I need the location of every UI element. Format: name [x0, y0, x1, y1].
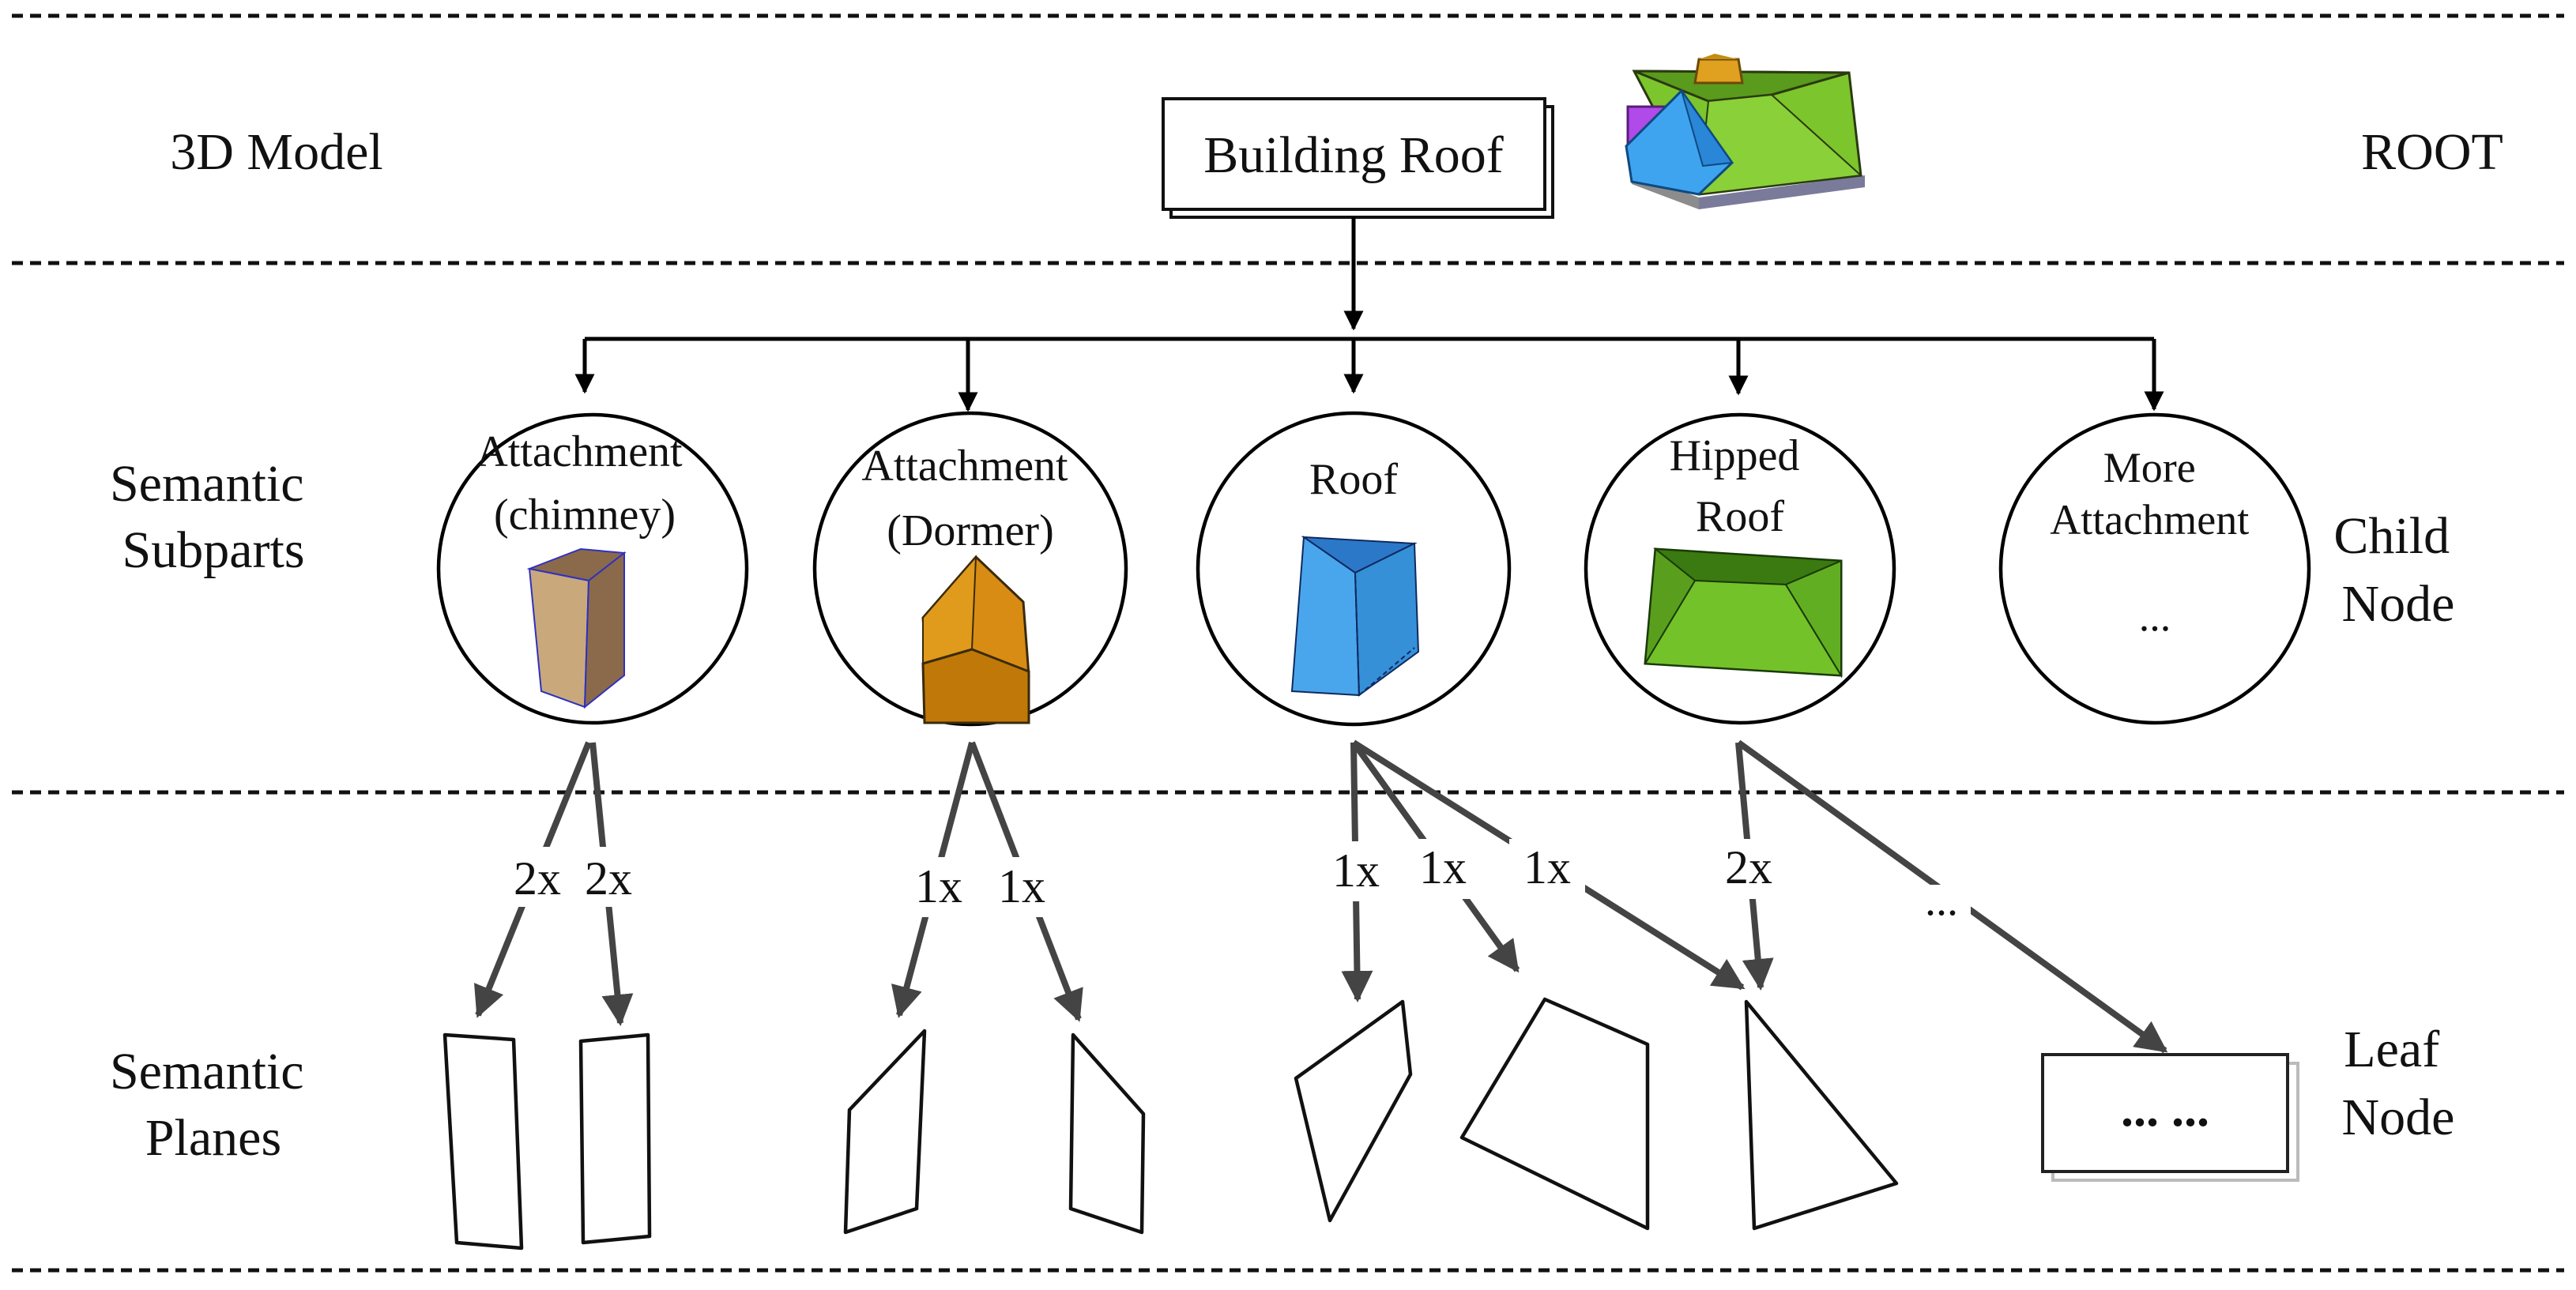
roof-icon: [1290, 536, 1420, 697]
hipped-roof-icon: [1644, 547, 1843, 679]
leaf-plane: [578, 1032, 652, 1245]
leaf-node-placeholder: ... ...: [2041, 1053, 2299, 1182]
child-node-dormer-label: Attachment (Dormer): [861, 442, 1079, 555]
root-connectors: [574, 217, 2164, 412]
child-node-hipped-roof: Hipped Roof: [1584, 412, 1896, 725]
level-label-semantic-planes: Semantic Planes: [110, 1043, 317, 1167]
edge-label: 2x: [1725, 841, 1772, 893]
edge-label: 1x: [915, 860, 962, 912]
level-label-leaf-node: Leaf Node: [2342, 1021, 2455, 1146]
leaf-plane: [1294, 999, 1413, 1223]
level-label-root: ROOT: [2361, 123, 2503, 181]
edge-label: ...: [1925, 876, 1958, 925]
child-node-hipped-roof-label: Hipped Roof: [1670, 431, 1811, 541]
building-roof-model-icon: [1625, 54, 1865, 209]
edge-label: 2x: [514, 852, 561, 905]
leaf-plane: [1068, 1032, 1146, 1235]
child-node-roof-label: Roof: [1309, 455, 1398, 504]
child-node-roof: Roof: [1196, 411, 1512, 727]
level-label-child-node: Child Node: [2333, 507, 2462, 633]
leaf-planes: [443, 997, 1899, 1251]
child-node-chimney: Attachment (chimney): [436, 412, 749, 725]
level-label-semantic-subparts: Semantic Subparts: [110, 455, 317, 579]
edge-label: 1x: [1523, 841, 1571, 893]
child-node-dormer: Attachment (Dormer): [812, 411, 1128, 727]
leaf-plane: [443, 1032, 524, 1251]
edge-label: 1x: [1332, 844, 1380, 897]
dormer-icon: [921, 555, 1030, 724]
child-node-more-attachment: More Attachment ...: [1998, 412, 2311, 725]
child-node-more-attachment-label: More Attachment ...: [2050, 444, 2259, 640]
level-label-3d-model: 3D Model: [170, 123, 382, 181]
root-node-label: Building Roof: [1203, 126, 1504, 184]
edge-label: 1x: [1419, 841, 1467, 893]
chimney-icon: [526, 547, 627, 709]
root-node: Building Roof: [1162, 97, 1554, 219]
leaf-plane: [1744, 999, 1899, 1231]
leaf-plane: [1459, 997, 1650, 1231]
leaf-plane: [843, 1029, 927, 1235]
child-node-chimney-label: Attachment (chimney): [476, 427, 693, 540]
edge-labels: 2x 2x 1x 1x 1x 1x 1x 2x ...: [501, 839, 1971, 929]
edge-label: 1x: [998, 860, 1045, 912]
edge-label: 2x: [585, 852, 632, 905]
leaf-node-placeholder-label: ... ...: [2121, 1081, 2209, 1137]
